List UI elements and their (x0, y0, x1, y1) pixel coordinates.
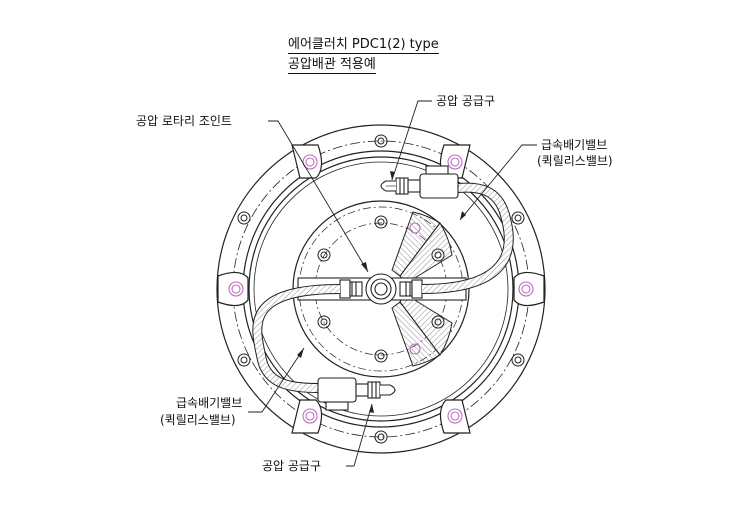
label-valve-top-2: (퀵릴리스밸브) (537, 154, 613, 168)
title-line-2-text: 공압배관 적용예 (288, 57, 376, 74)
label-valve-bottom-2: (퀵릴리스밸브) (160, 413, 236, 427)
label-valve-top-1: 급속배기밸브 (541, 138, 608, 152)
top-quick-release-valve (380, 165, 459, 199)
accent-bolts (228, 154, 534, 424)
label-valve-bottom-1: 급속배기밸브 (176, 396, 243, 410)
leader-arrowheads (297, 171, 466, 413)
leader-lines (248, 100, 537, 467)
hatched-sectors (391, 211, 453, 367)
hub-bolts (317, 215, 445, 363)
label-rotary-joint: 공압 로타리 조인트 (136, 114, 232, 128)
air-hoses (252, 182, 514, 393)
rotary-joint-assembly (297, 273, 467, 305)
flange-bolts (237, 134, 525, 444)
title-line-1-text: 에어클러치 PDC1(2) type (288, 37, 439, 54)
label-supply-top: 공압 공급구 (436, 94, 496, 108)
bottom-quick-release-valve (317, 377, 396, 411)
label-supply-bottom: 공압 공급구 (262, 459, 322, 473)
title-line-2: 공압배관 적용예 (288, 57, 376, 74)
title-line-1: 에어클러치 PDC1(2) type (288, 37, 439, 54)
